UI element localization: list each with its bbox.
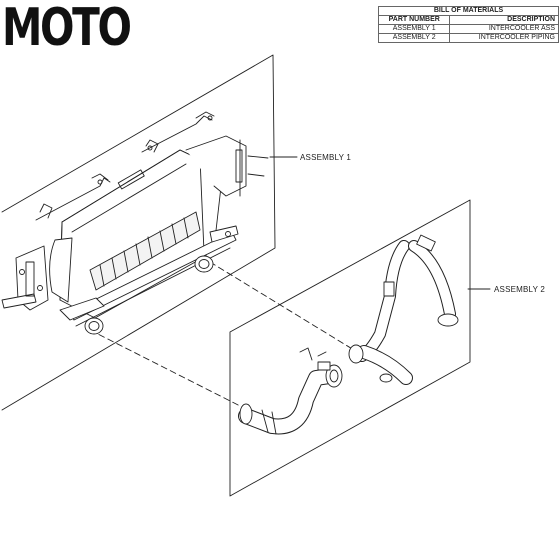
right-bracket [185,135,269,243]
cold-side-pipe [238,347,343,435]
table-row: ASSEMBLY 2 INTERCOOLER PIPING [377,33,559,43]
alignment-line [89,329,249,411]
assembly-1-callout: ASSEMBLY 1 [300,153,352,162]
hot-side-pipe [348,234,459,385]
brand-logo: MOTO [2,0,132,58]
upper-brackets [35,111,215,221]
intercooler-core [49,149,237,335]
assembly-2-callout: ASSEMBLY 2 [494,285,546,294]
assembly-2-panel [229,199,471,497]
bom-description: INTERCOOLER PIPING [449,33,559,43]
bom-part-number: ASSEMBLY 2 [377,33,451,43]
assembly-1-panel [1,54,276,411]
alignment-line [209,261,355,351]
left-bracket [1,245,105,321]
bill-of-materials-table: BILL OF MATERIALS PART NUMBER DESCRIPTIO… [377,6,559,43]
